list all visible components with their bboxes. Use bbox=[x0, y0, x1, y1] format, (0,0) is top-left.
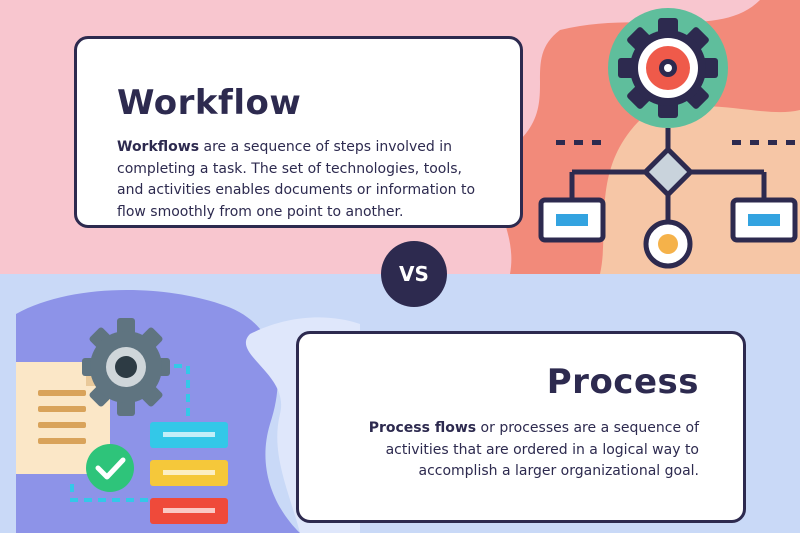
diamond-decision-icon bbox=[641, 145, 695, 199]
workflow-illustration bbox=[497, 0, 800, 274]
workflow-desc-bold: Workflows bbox=[117, 139, 200, 155]
dotted-connector bbox=[556, 140, 795, 145]
workflow-desc-text: are a sequence of steps involved in comp… bbox=[117, 139, 476, 220]
workflow-title: Workflow bbox=[117, 83, 302, 123]
process-description: Process flows or processes are a sequenc… bbox=[339, 418, 699, 483]
process-card: Process Process flows or processes are a… bbox=[296, 331, 746, 523]
flow-box-icon bbox=[538, 197, 606, 243]
bar-list-icon bbox=[150, 422, 228, 524]
process-title: Process bbox=[546, 362, 699, 402]
gear-icon bbox=[608, 8, 728, 128]
vs-badge: VS bbox=[381, 241, 447, 307]
workflow-card: Workflow Workflows are a sequence of ste… bbox=[74, 36, 523, 228]
process-desc-bold: Process flows bbox=[368, 420, 477, 436]
flow-box-icon bbox=[730, 197, 798, 243]
checkmark-icon bbox=[86, 444, 134, 492]
process-desc-text: or processes are a sequence of activitie… bbox=[385, 420, 699, 479]
flow-circle-icon bbox=[643, 219, 693, 269]
peach-blob bbox=[600, 106, 800, 274]
workflow-description: Workflows are a sequence of steps involv… bbox=[117, 137, 484, 223]
gear-icon bbox=[82, 318, 170, 416]
